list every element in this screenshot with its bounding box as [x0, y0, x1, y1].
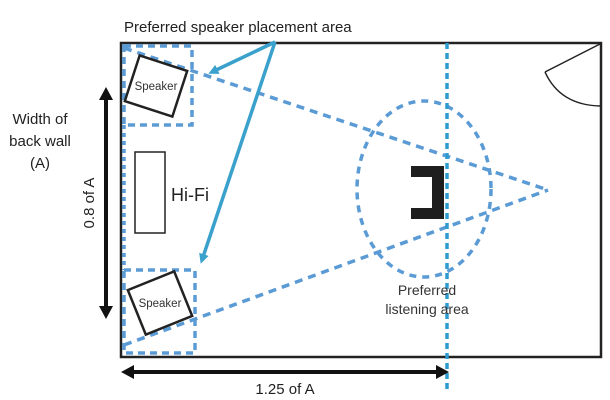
- back-wall-label-line-3: (A): [30, 155, 50, 172]
- back-wall-label-line-1: Width of: [12, 111, 68, 128]
- listening-area-label-line-2: listening area: [385, 301, 468, 317]
- annotation-arrow-top: [208, 40, 276, 74]
- speaker-top-label: Speaker: [135, 81, 178, 93]
- speaker-zone-top: [122, 44, 194, 127]
- vertical-dimension-label: 0.8 of A: [81, 178, 98, 229]
- annotation-arrow-bottom: [199, 41, 277, 264]
- speaker-bottom-sightline: [123, 188, 549, 347]
- horizontal-dimension-label: 1.25 of A: [255, 381, 314, 398]
- speaker-bottom-label: Speaker: [139, 298, 182, 310]
- hifi-unit: [134, 151, 166, 234]
- speaker-top-sightline: [123, 46, 549, 192]
- speaker-zone-bottom: [122, 268, 197, 355]
- listening-area-label-line-1: Preferred: [398, 282, 456, 298]
- speaker-top: Speaker: [123, 53, 189, 119]
- vertical-dimension-arrow: [99, 87, 113, 319]
- hifi-label: Hi-Fi: [171, 185, 209, 205]
- chair-icon: [411, 166, 444, 219]
- listening-area-ellipse: [355, 99, 493, 279]
- speaker-bottom: Speaker: [126, 269, 194, 337]
- room-outline: [119, 41, 603, 359]
- speaker-placement-annotation: Preferred speaker placement area: [124, 19, 352, 36]
- door-swing-icon: [544, 43, 601, 107]
- back-wall-label-line-2: back wall: [9, 133, 71, 150]
- horizontal-dimension-arrow: [121, 365, 449, 379]
